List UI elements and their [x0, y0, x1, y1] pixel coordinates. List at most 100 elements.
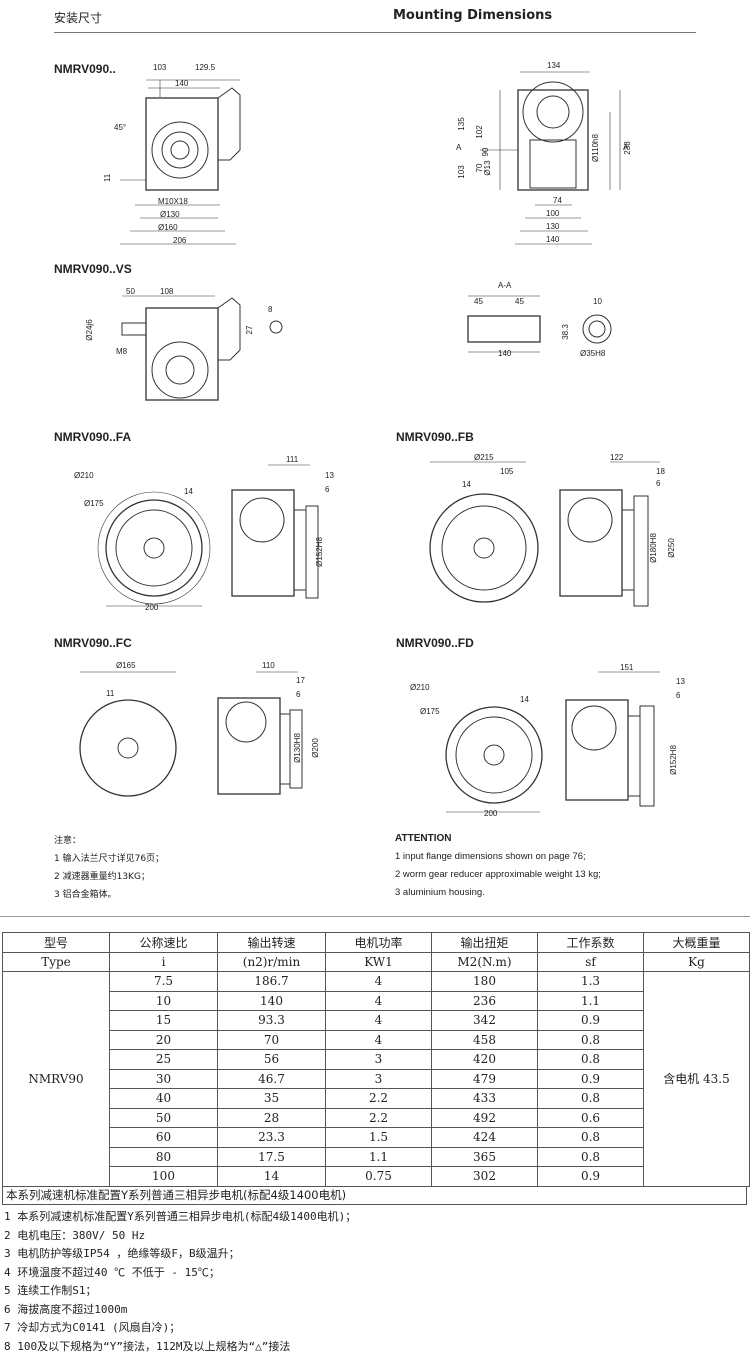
dimension-label: 14	[462, 480, 471, 489]
cell-torque: 302	[432, 1167, 538, 1187]
dimension-label: 14	[520, 695, 529, 704]
dimension-label: 100	[546, 209, 560, 218]
spec-table: 型号 公称速比 输出转速 电机功率 输出扭矩 工作系数 大概重量 Type i …	[2, 932, 750, 1187]
cell-torque: 479	[432, 1069, 538, 1089]
dimension-label: 50	[126, 287, 135, 296]
dimension-label: A-A	[498, 281, 512, 290]
dimension-label: Ø35H8	[580, 349, 606, 358]
cell-speed: 186.7	[218, 972, 326, 992]
dimension-label: Ø250	[667, 538, 676, 558]
cell-sf: 0.6	[538, 1108, 644, 1128]
cell-power: 3	[326, 1050, 432, 1070]
cell-torque: 424	[432, 1128, 538, 1148]
cell-speed: 14	[218, 1167, 326, 1187]
cell-torque: 180	[432, 972, 538, 992]
dimension-label: 103	[457, 165, 466, 179]
cell-power: 4	[326, 1030, 432, 1050]
cell-sf: 1.1	[538, 991, 644, 1011]
cell-sf: 0.9	[538, 1167, 644, 1187]
th-ratio-en: i	[110, 952, 218, 972]
cell-ratio: 10	[110, 991, 218, 1011]
th-torque-en: M2(N.m)	[432, 952, 538, 972]
dimension-label: 151	[620, 663, 634, 672]
dimension-label: 110	[262, 661, 275, 670]
cell-sf: 0.8	[538, 1030, 644, 1050]
dimension-label: Ø210	[74, 471, 94, 480]
cell-power: 1.5	[326, 1128, 432, 1148]
dimension-label: 140	[175, 79, 189, 88]
dimension-label: 108	[160, 287, 174, 296]
dimension-label: 13	[676, 677, 685, 686]
dimension-label: 45°	[114, 123, 126, 132]
table-footnote: 本系列减速机标准配置Y系列普通三相异步电机(标配4级1400电机)	[2, 1186, 747, 1205]
cell-power: 2.2	[326, 1089, 432, 1109]
dimension-label: 6	[296, 690, 301, 699]
dimension-label: 111	[286, 455, 299, 464]
dimension-label: 6	[325, 485, 330, 494]
dimension-label: 129.5	[195, 63, 216, 72]
spec-note: 6 海拔高度不超过1000m	[4, 1301, 356, 1320]
dimension-label: Ø200	[311, 738, 320, 758]
drawing-fd	[446, 672, 660, 812]
notes-en: ATTENTION 1 input flange dimensions show…	[395, 830, 601, 902]
notes-en-item: 1 input flange dimensions shown on page …	[395, 848, 601, 866]
cell-sf: 0.8	[538, 1050, 644, 1070]
cell-torque: 433	[432, 1089, 538, 1109]
dimension-label: 74	[553, 196, 562, 205]
notes-cn-item: 1 输入法兰尺寸详见76页；	[54, 850, 164, 868]
dimension-label: Ø165	[116, 661, 136, 670]
dimension-label: Ø152H8	[315, 537, 324, 567]
dimension-label: 206	[173, 236, 187, 245]
cell-power: 1.1	[326, 1147, 432, 1167]
th-speed-cn: 输出转速	[218, 933, 326, 953]
cell-sf: 1.3	[538, 972, 644, 992]
dimension-label: 103	[153, 63, 167, 72]
dimension-label: Ø24j6	[85, 319, 94, 341]
cell-power: 2.2	[326, 1108, 432, 1128]
th-torque-cn: 输出扭矩	[432, 933, 538, 953]
dimension-label: A	[623, 143, 629, 152]
th-type-cn: 型号	[3, 933, 110, 953]
cell-speed: 70	[218, 1030, 326, 1050]
drawing-fa	[98, 465, 318, 606]
cell-ratio: 60	[110, 1128, 218, 1148]
dimension-label: 11	[106, 689, 115, 698]
cell-ratio: 50	[110, 1108, 218, 1128]
th-weight-cn: 大概重量	[644, 933, 750, 953]
cell-speed: 140	[218, 991, 326, 1011]
dimension-label: Ø160	[158, 223, 178, 232]
dimension-label: 17	[296, 676, 305, 685]
table-header-en: Type i (n2)r/min KW1 M2(N.m) sf Kg	[3, 952, 750, 972]
dimension-label: Ø180H8	[649, 533, 658, 563]
cell-ratio: 40	[110, 1089, 218, 1109]
notes-en-item: 2 worm gear reducer approximable weight …	[395, 866, 601, 884]
cell-torque: 492	[432, 1108, 538, 1128]
cell-power: 4	[326, 1011, 432, 1031]
cell-ratio: 100	[110, 1167, 218, 1187]
dimension-label: 11	[103, 173, 112, 182]
dimension-label: 27	[245, 325, 254, 334]
spec-note: 2 电机电压：380V/ 50 Hz	[4, 1227, 356, 1246]
dimension-label: Ø130	[160, 210, 180, 219]
cell-torque: 365	[432, 1147, 538, 1167]
drawing-vs-front	[122, 296, 282, 400]
dimension-label: 6	[676, 691, 681, 700]
cell-speed: 17.5	[218, 1147, 326, 1167]
cell-weight: 含电机 43.5	[644, 972, 750, 1187]
spec-note: 5 连续工作制S1；	[4, 1282, 356, 1301]
th-ratio-cn: 公称速比	[110, 933, 218, 953]
cell-power: 4	[326, 972, 432, 992]
table-header-cn: 型号 公称速比 输出转速 电机功率 输出扭矩 工作系数 大概重量	[3, 933, 750, 953]
dimension-label: 18	[656, 467, 665, 476]
notes-en-item: 3 aluminium housing.	[395, 884, 601, 902]
cell-speed: 56	[218, 1050, 326, 1070]
cell-speed: 93.3	[218, 1011, 326, 1031]
th-power-cn: 电机功率	[326, 933, 432, 953]
cell-power: 4	[326, 991, 432, 1011]
dimension-label: 140	[498, 349, 512, 358]
